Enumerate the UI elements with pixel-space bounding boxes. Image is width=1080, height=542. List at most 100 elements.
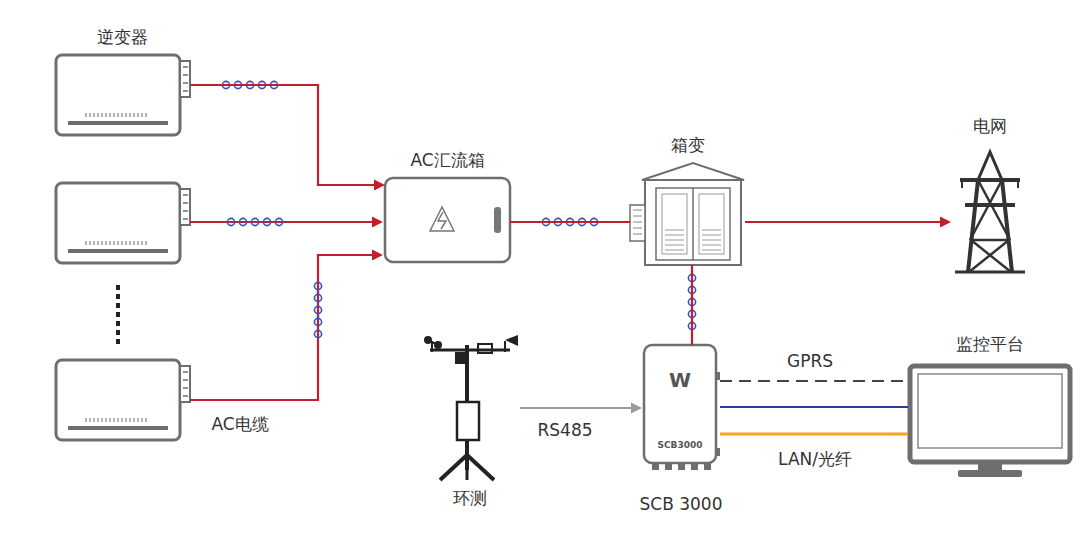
inverter-vent — [109, 418, 111, 422]
tripod-leg — [467, 455, 494, 480]
cable-coil — [227, 218, 282, 225]
connector — [692, 265, 693, 345]
tower-brace — [970, 239, 1010, 242]
scb-device-icon — [644, 345, 720, 470]
inverter-vent — [105, 113, 107, 117]
node-label: 逆变器 — [97, 27, 148, 47]
connector-line — [691, 265, 693, 345]
coil-loop — [314, 294, 321, 301]
monitor-icon — [910, 366, 1070, 477]
edge-label: LAN/光纤 — [775, 449, 855, 469]
inverter-bar — [68, 426, 168, 430]
inverter-side — [180, 366, 190, 402]
inverter-fin — [183, 218, 188, 220]
connector-line — [510, 221, 630, 223]
tripod-leg — [466, 455, 469, 480]
inverter-vent — [117, 418, 119, 422]
inverter-vent — [93, 418, 95, 422]
inverter-vent — [121, 113, 123, 117]
inverter-vent — [97, 241, 99, 245]
door — [662, 194, 687, 254]
inverter-vent — [97, 418, 99, 422]
inverter-fin — [183, 82, 188, 84]
ellipsis-dot — [116, 321, 120, 326]
coil-loop — [314, 306, 321, 313]
connector-line — [720, 433, 908, 436]
inverter-bar — [68, 249, 168, 253]
device-node: 箱变 — [630, 163, 745, 265]
inverter-fin — [183, 74, 188, 76]
tower-brace — [970, 180, 1002, 240]
connector-line — [520, 407, 633, 409]
logo-mark: W — [669, 368, 691, 392]
inverter-fin — [183, 90, 188, 92]
connector-line — [745, 221, 942, 223]
inverter-vent — [145, 241, 147, 245]
insulator — [961, 180, 963, 188]
vent — [702, 230, 721, 231]
warning-bolt — [438, 212, 446, 229]
inverter-vent — [133, 113, 135, 117]
arrow-head — [631, 403, 642, 414]
scb-gland — [652, 463, 659, 470]
connector — [720, 381, 908, 382]
vent — [665, 250, 684, 251]
inverter-vent — [125, 241, 127, 245]
connector-fin — [633, 222, 642, 223]
vent — [702, 250, 721, 251]
inverter-body — [56, 55, 180, 135]
ellipsis-dot — [116, 312, 120, 317]
sensor — [478, 344, 492, 353]
vane-stem — [504, 341, 506, 352]
logger-box — [457, 402, 479, 440]
tripod-leg — [440, 455, 467, 480]
connector-fin — [633, 234, 642, 235]
tower-brace — [978, 180, 1010, 240]
arrow-head — [374, 180, 385, 191]
inverter-vent — [105, 241, 107, 245]
monitor-stand — [958, 470, 1022, 477]
vane — [505, 335, 518, 346]
inverter-fin — [183, 66, 188, 68]
device-node: 逆变器 — [55, 55, 190, 135]
inverter-vent — [141, 241, 143, 245]
inverter-fin — [183, 371, 188, 373]
tower-brace — [969, 240, 1009, 272]
vent — [702, 240, 721, 241]
scb-port — [716, 372, 720, 380]
inverter-vent — [137, 241, 139, 245]
edge-label: RS485 — [534, 420, 595, 440]
vent — [702, 245, 721, 246]
coil-loop — [227, 218, 234, 225]
inverter-vent — [97, 113, 99, 117]
vent — [665, 230, 684, 231]
monitor-screen — [918, 374, 1062, 448]
transformer-body — [645, 180, 741, 265]
tower-top — [978, 152, 1002, 180]
arrow-head — [372, 217, 383, 228]
inverter-vent — [125, 418, 127, 422]
ellipsis-dot — [116, 285, 120, 290]
connector-line — [720, 380, 908, 382]
inverter-vent — [133, 418, 135, 422]
device-node: SCB 3000 — [642, 345, 720, 472]
scb-gland — [704, 463, 711, 470]
scb-gland — [691, 463, 698, 470]
monitor-neck — [978, 462, 1002, 471]
device-model: SCB3000 — [658, 440, 703, 451]
door — [699, 194, 724, 254]
transformer-roof — [642, 163, 744, 180]
inverter-vent — [125, 113, 127, 117]
connector-fin — [633, 228, 642, 229]
transformer-frame — [656, 188, 730, 260]
inverter-vent — [133, 241, 135, 245]
inverter-fin — [183, 387, 188, 389]
vent — [665, 235, 684, 236]
vent — [665, 240, 684, 241]
inverter-icon — [56, 360, 190, 440]
node-label: SCB 3000 — [640, 494, 723, 514]
arrow-head — [940, 217, 951, 228]
inverter-vent — [85, 113, 87, 117]
